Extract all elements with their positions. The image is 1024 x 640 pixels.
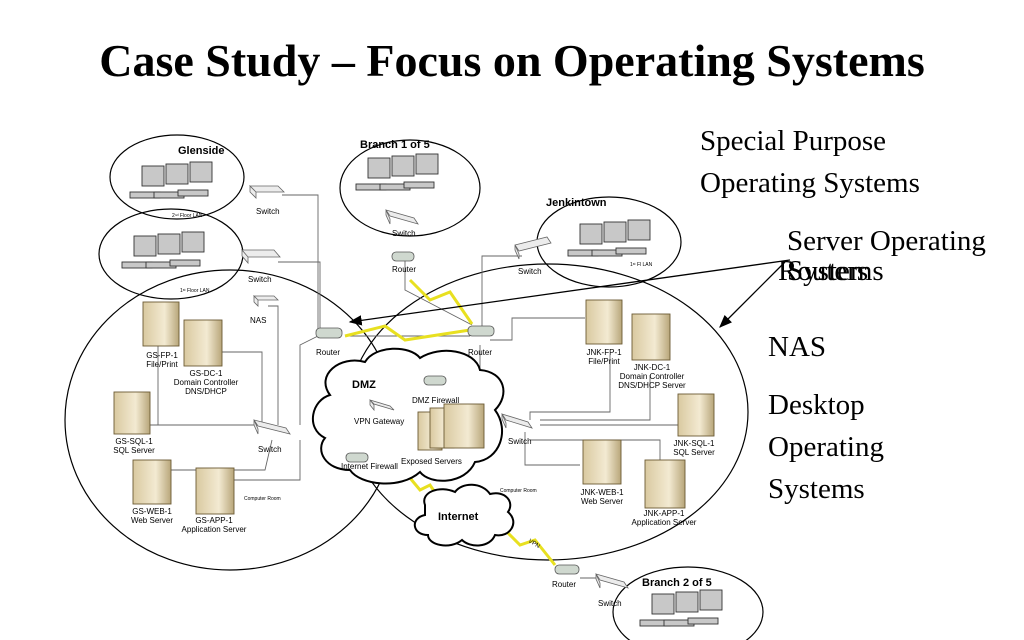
server-role: SQL Server bbox=[673, 448, 715, 457]
label-switch: Switch bbox=[248, 275, 272, 284]
label-switch: Switch bbox=[508, 437, 532, 446]
site-internet: Internet bbox=[438, 511, 479, 523]
label-computer-room: Computer Room bbox=[500, 488, 537, 494]
site-branch1: Branch 1 of 5 bbox=[360, 139, 430, 151]
server-name: JNK-FP-1 bbox=[586, 348, 622, 357]
switch-icons bbox=[241, 185, 629, 589]
label-internet-firewall: Internet Firewall bbox=[341, 462, 398, 471]
label-switch: Switch bbox=[392, 229, 416, 238]
label-switch: Switch bbox=[256, 207, 280, 216]
server-name: GS-APP-1 bbox=[195, 516, 233, 525]
server-role: SQL Server bbox=[113, 446, 155, 455]
site-dmz: DMZ bbox=[352, 379, 376, 391]
server-name: JNK-DC-1 bbox=[634, 363, 671, 372]
label-line: Desktop bbox=[768, 389, 865, 421]
server-role: Domain Controller bbox=[620, 372, 685, 381]
server-role: DNS/DHCP Server bbox=[618, 381, 686, 390]
server-os-arrow bbox=[719, 261, 786, 328]
label-line: Operating bbox=[768, 431, 884, 463]
server-name: GS-SQL-1 bbox=[115, 437, 153, 446]
label-line: Systems bbox=[787, 255, 884, 287]
server-name: GS-FP-1 bbox=[146, 351, 178, 360]
label-dmz-firewall: DMZ Firewall bbox=[412, 396, 459, 405]
label-exposed-servers: Exposed Servers bbox=[401, 457, 462, 466]
label-line: Systems bbox=[768, 473, 865, 505]
internet-cloud bbox=[413, 483, 515, 547]
lan-glenside-2nd: 2ⁿᵈ Floor LAN bbox=[172, 213, 203, 219]
glenside-server-labels: GS-FP-1 File/Print GS-DC-1 Domain Contro… bbox=[113, 351, 247, 534]
label-computer-room: Computer Room bbox=[244, 496, 281, 502]
label-switch: Switch bbox=[518, 267, 542, 276]
server-role: Application Server bbox=[632, 518, 697, 527]
site-glenside: Glenside bbox=[178, 145, 224, 157]
server-os-label: Server Operating Systems bbox=[787, 226, 986, 286]
server-role: File/Print bbox=[146, 360, 178, 369]
desktop-os-label: Desktop Operating Systems bbox=[768, 384, 884, 510]
label-vpn-gateway: VPN Gateway bbox=[354, 417, 404, 426]
label-router: Router bbox=[392, 265, 416, 274]
router-icons bbox=[315, 251, 580, 575]
label-nas: NAS bbox=[250, 316, 266, 325]
server-name: JNK-WEB-1 bbox=[580, 488, 624, 497]
label-switch: Switch bbox=[258, 445, 282, 454]
lan-glenside-1st: 1ˢᵗ Floor LAN bbox=[180, 288, 210, 294]
label-vpn: VPN bbox=[527, 539, 541, 550]
dmz-cloud bbox=[311, 347, 505, 485]
site-branch2: Branch 2 of 5 bbox=[642, 577, 712, 589]
slide-title: Case Study – Focus on Operating Systems bbox=[99, 35, 925, 86]
server-role: DNS/DHCP bbox=[185, 387, 227, 396]
server-role: File/Print bbox=[588, 357, 620, 366]
server-role: Application Server bbox=[182, 525, 247, 534]
label-switch: Switch bbox=[598, 599, 622, 608]
server-name: GS-DC-1 bbox=[190, 369, 223, 378]
label-line: Operating Systems bbox=[700, 167, 920, 199]
lan-jenkintown: 1ˢᵗ Fl LAN bbox=[630, 262, 653, 268]
desktop-computers bbox=[121, 153, 723, 627]
server-role: Web Server bbox=[581, 497, 623, 506]
glenside-2nd-floor-ellipse bbox=[109, 134, 245, 220]
routers-label: Routers bbox=[778, 255, 869, 287]
server-role: Web Server bbox=[131, 516, 173, 525]
site-jenkintown: Jenkintown bbox=[546, 197, 607, 209]
nas-label: NAS bbox=[768, 331, 827, 363]
label-router: Router bbox=[552, 580, 576, 589]
branch2-ellipse bbox=[612, 566, 764, 640]
jenkintown-server-labels: JNK-FP-1 File/Print JNK-DC-1 Domain Cont… bbox=[580, 348, 715, 527]
label-line: Server Operating bbox=[787, 225, 986, 257]
server-name: JNK-SQL-1 bbox=[674, 439, 715, 448]
server-towers bbox=[113, 299, 715, 515]
label-router: Router bbox=[468, 348, 492, 357]
server-role: Domain Controller bbox=[174, 378, 239, 387]
routers-arrow bbox=[348, 259, 791, 326]
label-router: Router bbox=[316, 348, 340, 357]
branch1-ellipse bbox=[339, 139, 481, 237]
server-name: JNK-APP-1 bbox=[644, 509, 685, 518]
special-purpose-os-label: Special Purpose Operating Systems bbox=[700, 120, 920, 204]
server-name: GS-WEB-1 bbox=[132, 507, 172, 516]
label-line: Special Purpose bbox=[700, 125, 887, 157]
